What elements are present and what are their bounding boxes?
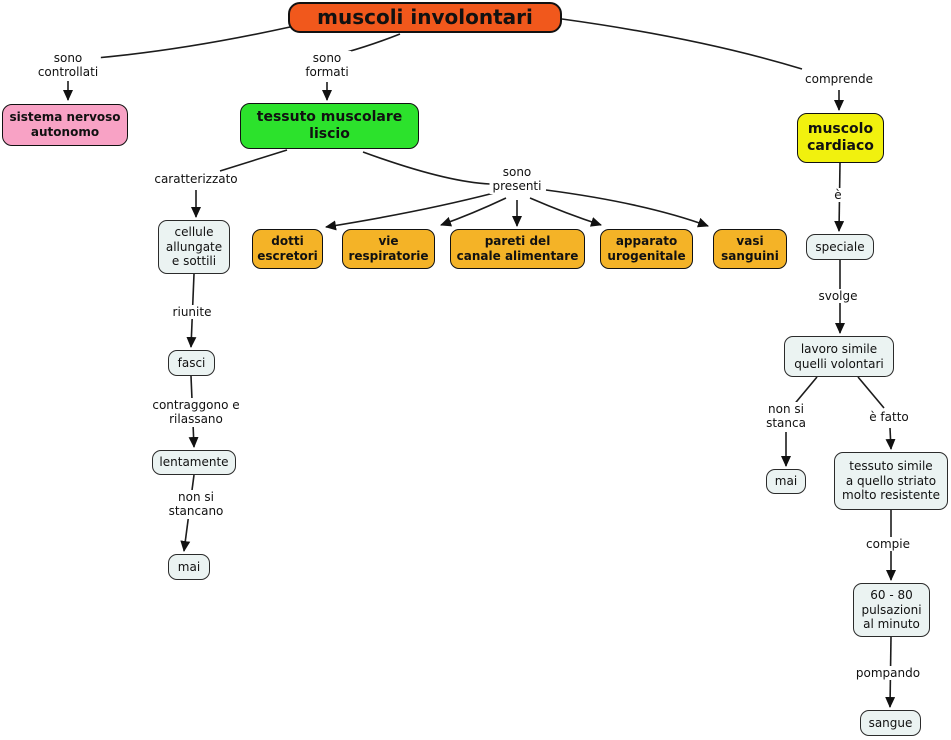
node-sistema-nervoso-autonomo[interactable]: sistema nervoso autonomo: [2, 104, 128, 146]
link-label-compie[interactable]: compie: [863, 537, 913, 552]
node-vasi-sanguini[interactable]: vasi sanguini: [713, 229, 787, 269]
node-tessuto-muscolare-liscio[interactable]: tessuto muscolare liscio: [240, 103, 419, 149]
link-label-pompando[interactable]: pompando: [852, 666, 924, 681]
node-muscoli-involontari[interactable]: muscoli involontari: [288, 2, 562, 33]
link-label-sono-controllati[interactable]: sono controllati: [34, 51, 102, 80]
node-vie-respiratorie[interactable]: vie respiratorie: [342, 229, 435, 269]
node-mai-right[interactable]: mai: [766, 469, 806, 494]
link-label-riunite[interactable]: riunite: [169, 305, 215, 320]
node-fasci[interactable]: fasci: [168, 350, 215, 376]
link-label-sono-presenti[interactable]: sono presenti: [489, 165, 545, 194]
node-apparato-urogenitale[interactable]: apparato urogenitale: [600, 229, 693, 269]
node-dotti-escretori[interactable]: dotti escretori: [252, 229, 323, 269]
node-speciale[interactable]: speciale: [806, 234, 874, 260]
link-label-sono-formati[interactable]: sono formati: [302, 51, 352, 80]
node-60-80-pulsazioni-al-minuto[interactable]: 60 - 80 pulsazioni al minuto: [853, 583, 930, 637]
link-label-e-fatto[interactable]: è fatto: [866, 410, 912, 425]
node-sangue[interactable]: sangue: [860, 710, 921, 736]
node-muscolo-cardiaco[interactable]: muscolo cardiaco: [797, 113, 884, 163]
node-cellule-allungate-e-sottili[interactable]: cellule allungate e sottili: [158, 220, 230, 274]
node-pareti-del-canale-alimentare[interactable]: pareti del canale alimentare: [450, 229, 585, 269]
link-label-non-si-stancano[interactable]: non si stancano: [165, 490, 227, 519]
link-label-e[interactable]: è: [831, 188, 845, 203]
node-tessuto-simile-a-quello-striato[interactable]: tessuto simile a quello striato molto re…: [834, 452, 948, 510]
node-mai-left[interactable]: mai: [168, 554, 210, 580]
node-lentamente[interactable]: lentamente: [152, 450, 236, 475]
link-label-comprende[interactable]: comprende: [802, 72, 876, 87]
link-label-contraggono-e-rilassano[interactable]: contraggono e rilassano: [149, 398, 243, 427]
node-lavoro-simile-quelli-volontari[interactable]: lavoro simile quelli volontari: [784, 336, 894, 377]
link-label-svolge[interactable]: svolge: [815, 289, 861, 304]
link-label-caratterizzato[interactable]: caratterizzato: [151, 172, 241, 187]
link-label-non-si-stanca[interactable]: non si stanca: [763, 402, 809, 431]
